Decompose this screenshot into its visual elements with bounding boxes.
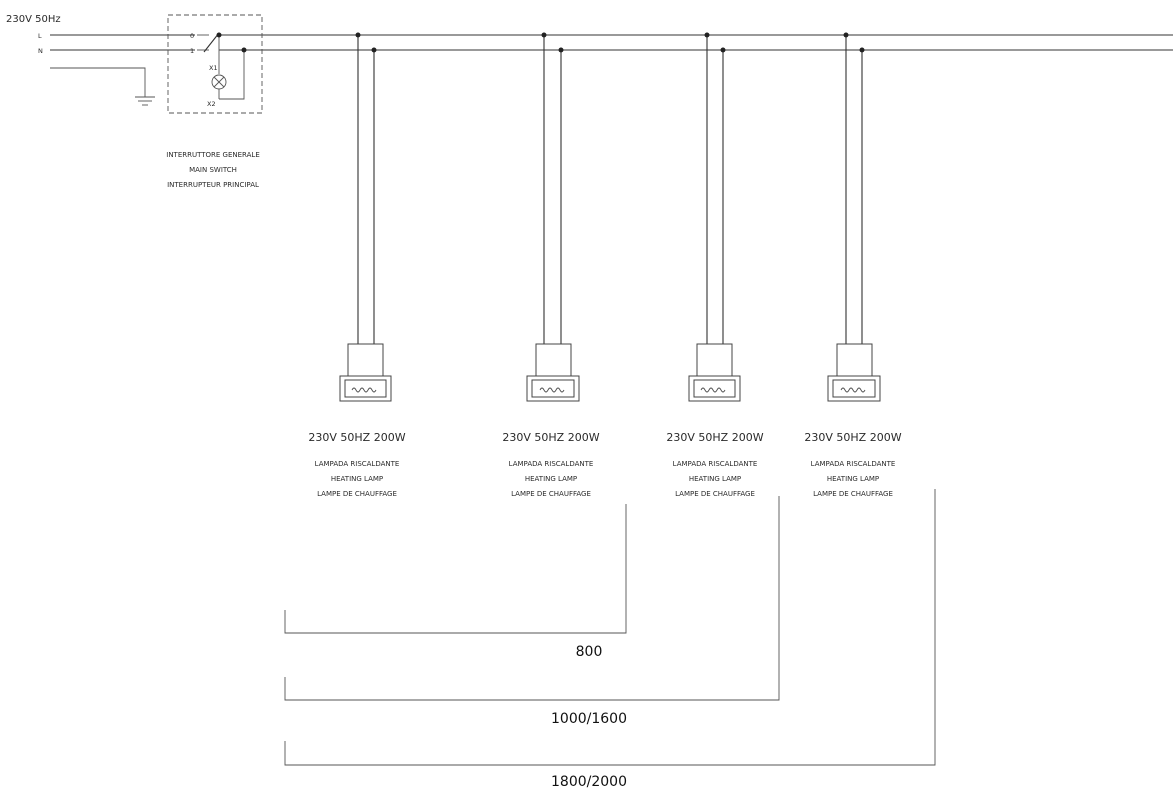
- line-l-label: L: [38, 32, 42, 40]
- lamp-3-label-it: LAMPADA RISCALDANTE: [673, 460, 758, 468]
- lamp-2-spec: 230V 50HZ 200W: [502, 431, 599, 444]
- lamp-2-label-fr: LAMPE DE CHAUFFAGE: [511, 490, 591, 498]
- lamp-pin-x2: X2: [207, 100, 216, 108]
- main-switch-label-it: INTERRUTTORE GENERALE: [166, 151, 260, 159]
- grouping-800: 800: [284, 504, 627, 660]
- indicator-lamp: X1 X2: [207, 32, 247, 108]
- heating-lamp-4: 230V 50HZ 200W LAMPADA RISCALDANTE HEATI…: [804, 32, 902, 498]
- lamp-1-label-en: HEATING LAMP: [331, 475, 383, 483]
- lamp-3-spec: 230V 50HZ 200W: [666, 431, 763, 444]
- grouping-1800-2000-label: 1800/2000: [551, 774, 627, 790]
- heating-lamp-3: 230V 50HZ 200W LAMPADA RISCALDANTE HEATI…: [666, 32, 764, 498]
- lamp-4-spec: 230V 50HZ 200W: [804, 431, 901, 444]
- supply-wires: [50, 34, 1173, 51]
- lamp-2-label-en: HEATING LAMP: [525, 475, 577, 483]
- heating-lamp-2: 230V 50HZ 200W LAMPADA RISCALDANTE HEATI…: [502, 32, 600, 498]
- lamp-4-label-it: LAMPADA RISCALDANTE: [811, 460, 896, 468]
- supply-label: 230V 50Hz: [6, 14, 61, 25]
- grouping-1000-1600-label: 1000/1600: [551, 711, 627, 727]
- grouping-1800-2000: 1800/2000: [284, 489, 936, 790]
- switch-pin-top: 0: [190, 32, 194, 40]
- lamp-3-label-fr: LAMPE DE CHAUFFAGE: [675, 490, 755, 498]
- lamp-3-label-en: HEATING LAMP: [689, 475, 741, 483]
- lamp-pin-x1: X1: [209, 64, 218, 72]
- lamp-1-label-fr: LAMPE DE CHAUFFAGE: [317, 490, 397, 498]
- main-switch-symbol: 0 1: [190, 32, 220, 55]
- ground-symbol: [50, 67, 155, 106]
- main-switch-label-en: MAIN SWITCH: [189, 166, 237, 174]
- lamp-4-label-fr: LAMPE DE CHAUFFAGE: [813, 490, 893, 498]
- grouping-800-label: 800: [576, 644, 603, 660]
- lamp-1-label-it: LAMPADA RISCALDANTE: [315, 460, 400, 468]
- switch-pin-bottom: 1: [190, 47, 194, 55]
- lamp-1-spec: 230V 50HZ 200W: [308, 431, 405, 444]
- grouping-1000-1600: 1000/1600: [284, 496, 780, 727]
- line-n-label: N: [38, 47, 43, 55]
- lamp-4-label-en: HEATING LAMP: [827, 475, 879, 483]
- heating-lamp-1: 230V 50HZ 200W LAMPADA RISCALDANTE HEATI…: [308, 32, 406, 498]
- main-switch-label-fr: INTERRUPTEUR PRINCIPAL: [167, 181, 259, 189]
- lamp-2-label-it: LAMPADA RISCALDANTE: [509, 460, 594, 468]
